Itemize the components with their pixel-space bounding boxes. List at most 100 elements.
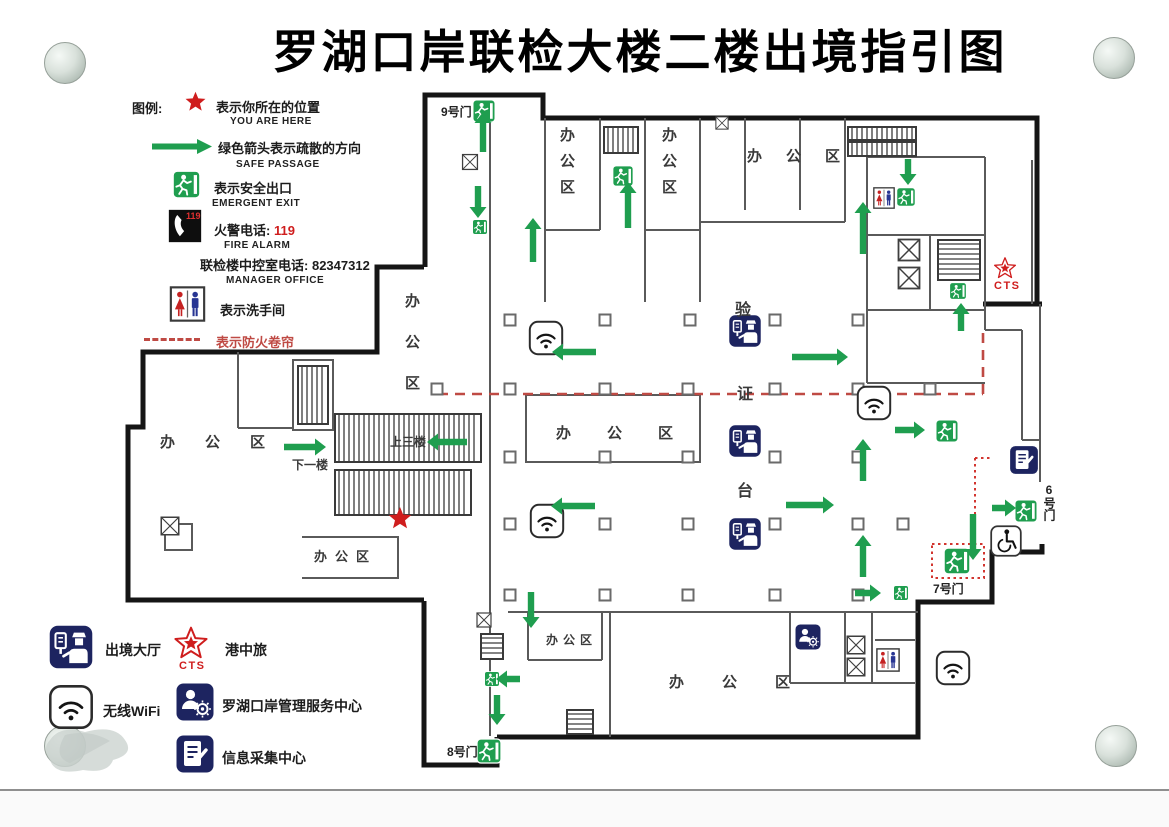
escalator bbox=[334, 469, 472, 516]
escalator bbox=[297, 365, 329, 425]
column bbox=[768, 450, 782, 464]
fire-number: 119 bbox=[273, 223, 295, 238]
exit-sign-icon bbox=[172, 170, 201, 199]
legend-control-room-sub: MANAGER OFFICE bbox=[226, 275, 325, 286]
evacuation-arrow bbox=[952, 303, 970, 331]
wifi-icon bbox=[48, 684, 94, 730]
column bbox=[768, 588, 782, 602]
column bbox=[681, 382, 695, 396]
office-area-label: 办公区 bbox=[160, 434, 296, 451]
column bbox=[503, 450, 517, 464]
outer-wall bbox=[125, 264, 424, 603]
elevator-icon bbox=[715, 116, 729, 130]
column bbox=[598, 313, 612, 327]
departure-hall-icon bbox=[48, 624, 94, 670]
restroom-icon bbox=[168, 286, 207, 322]
legend-safe-passage-sub: SAFE PASSAGE bbox=[236, 159, 320, 170]
column bbox=[503, 517, 517, 531]
management-center-icon bbox=[175, 682, 215, 722]
control-room-label: 联检楼中控室电话: bbox=[200, 258, 309, 273]
evacuation-arrow bbox=[854, 202, 872, 254]
elevator-icon bbox=[476, 612, 492, 628]
fire-curtain-dash-icon bbox=[144, 338, 200, 341]
management-center-label: 罗湖口岸管理服务中心 bbox=[222, 698, 362, 714]
evacuation-arrow bbox=[552, 343, 596, 361]
evacuation-arrow bbox=[992, 499, 1016, 517]
inner-wall bbox=[292, 359, 334, 431]
gate-7-label: 7号门 bbox=[933, 582, 964, 596]
exit-sign-icon bbox=[943, 547, 971, 575]
inner-wall bbox=[164, 523, 193, 551]
corner-screw bbox=[1093, 37, 1135, 79]
column bbox=[681, 450, 695, 464]
office-area-label: 办公区 bbox=[558, 127, 575, 205]
control-room-number: 82347312 bbox=[311, 258, 370, 273]
evacuation-arrow bbox=[524, 218, 542, 262]
column bbox=[598, 382, 612, 396]
exit-sign-icon bbox=[476, 738, 502, 764]
gate-9-label: 9号门 bbox=[441, 105, 472, 119]
column bbox=[503, 382, 517, 396]
gate-6-label: 6号门 bbox=[1042, 483, 1056, 521]
evacuation-arrow bbox=[496, 670, 520, 688]
column bbox=[503, 313, 517, 327]
page-title: 罗湖口岸联检大楼二楼出境指引图 bbox=[272, 27, 1008, 78]
down-to-1f-label: 下一楼 bbox=[292, 458, 329, 472]
exit-sign-icon bbox=[893, 585, 909, 601]
exit-sign-icon bbox=[472, 219, 488, 235]
column bbox=[768, 517, 782, 531]
evacuation-arrow bbox=[522, 592, 540, 628]
column bbox=[768, 313, 782, 327]
column bbox=[851, 517, 865, 531]
evacuation-arrow bbox=[786, 496, 834, 514]
elevator-icon bbox=[846, 635, 866, 655]
verification-counter-char: 证 bbox=[737, 386, 754, 403]
legend-heading: 图例: bbox=[132, 101, 163, 116]
departure-hall-icon bbox=[728, 424, 762, 458]
evacuation-arrow bbox=[854, 535, 872, 577]
evacuation-arrow bbox=[964, 514, 982, 560]
column bbox=[681, 588, 695, 602]
board-below-edge bbox=[0, 791, 1169, 827]
evacuation-arrow bbox=[551, 497, 595, 515]
wifi-icon bbox=[935, 650, 971, 686]
legend-exit-label: 表示安全出口 bbox=[214, 181, 293, 196]
info-center-icon bbox=[175, 734, 215, 774]
cts-star-icon bbox=[993, 257, 1017, 279]
outer-wall bbox=[497, 544, 1045, 740]
exit-sign-icon bbox=[612, 165, 634, 187]
elevator-icon bbox=[160, 516, 180, 536]
inner-walls bbox=[164, 118, 1041, 737]
column bbox=[430, 382, 444, 396]
legend-safe-passage-label: 绿色箭头表示疏散的方向 bbox=[218, 141, 362, 156]
escalator bbox=[937, 239, 981, 281]
column bbox=[896, 517, 910, 531]
evacuation-arrow bbox=[469, 186, 487, 218]
exit-sign-icon bbox=[1014, 499, 1038, 523]
escalators-stairs bbox=[297, 126, 981, 735]
cts-abbr: CTS bbox=[179, 660, 206, 672]
office-area-label: 办公区 bbox=[660, 127, 677, 205]
legend-bottom: 出境大厅 CTS 港中旅 无线WiFi 罗湖口岸管理服务中心 信息采集中心 bbox=[46, 622, 426, 787]
elevator-icon bbox=[897, 238, 921, 262]
departure-hall-label: 出境大厅 bbox=[105, 642, 161, 658]
legend-you-are-here-sub: YOU ARE HERE bbox=[230, 116, 312, 127]
outer-wall bbox=[422, 92, 1040, 304]
corner-screw bbox=[1095, 725, 1137, 767]
evacuation-arrow bbox=[284, 438, 326, 456]
office-area-label: 办公区 bbox=[556, 425, 710, 442]
evacuation-arrow bbox=[619, 182, 637, 228]
elevator-icon bbox=[897, 266, 921, 290]
evacuation-arrow bbox=[474, 112, 492, 152]
column bbox=[598, 517, 612, 531]
verification-counter-char: 验 bbox=[735, 302, 752, 319]
gate7-highlight-box bbox=[931, 543, 985, 579]
exit-sign-icon bbox=[949, 282, 967, 300]
column bbox=[923, 382, 937, 396]
board-bottom-edge bbox=[0, 789, 1169, 791]
legend-top: 图例: 表示你所在的位置 YOU ARE HERE 绿色箭头表示疏散的方向 SA… bbox=[128, 90, 448, 355]
legend-fire-sub: FIRE ALARM bbox=[224, 240, 291, 251]
evacuation-arrow bbox=[488, 695, 506, 725]
